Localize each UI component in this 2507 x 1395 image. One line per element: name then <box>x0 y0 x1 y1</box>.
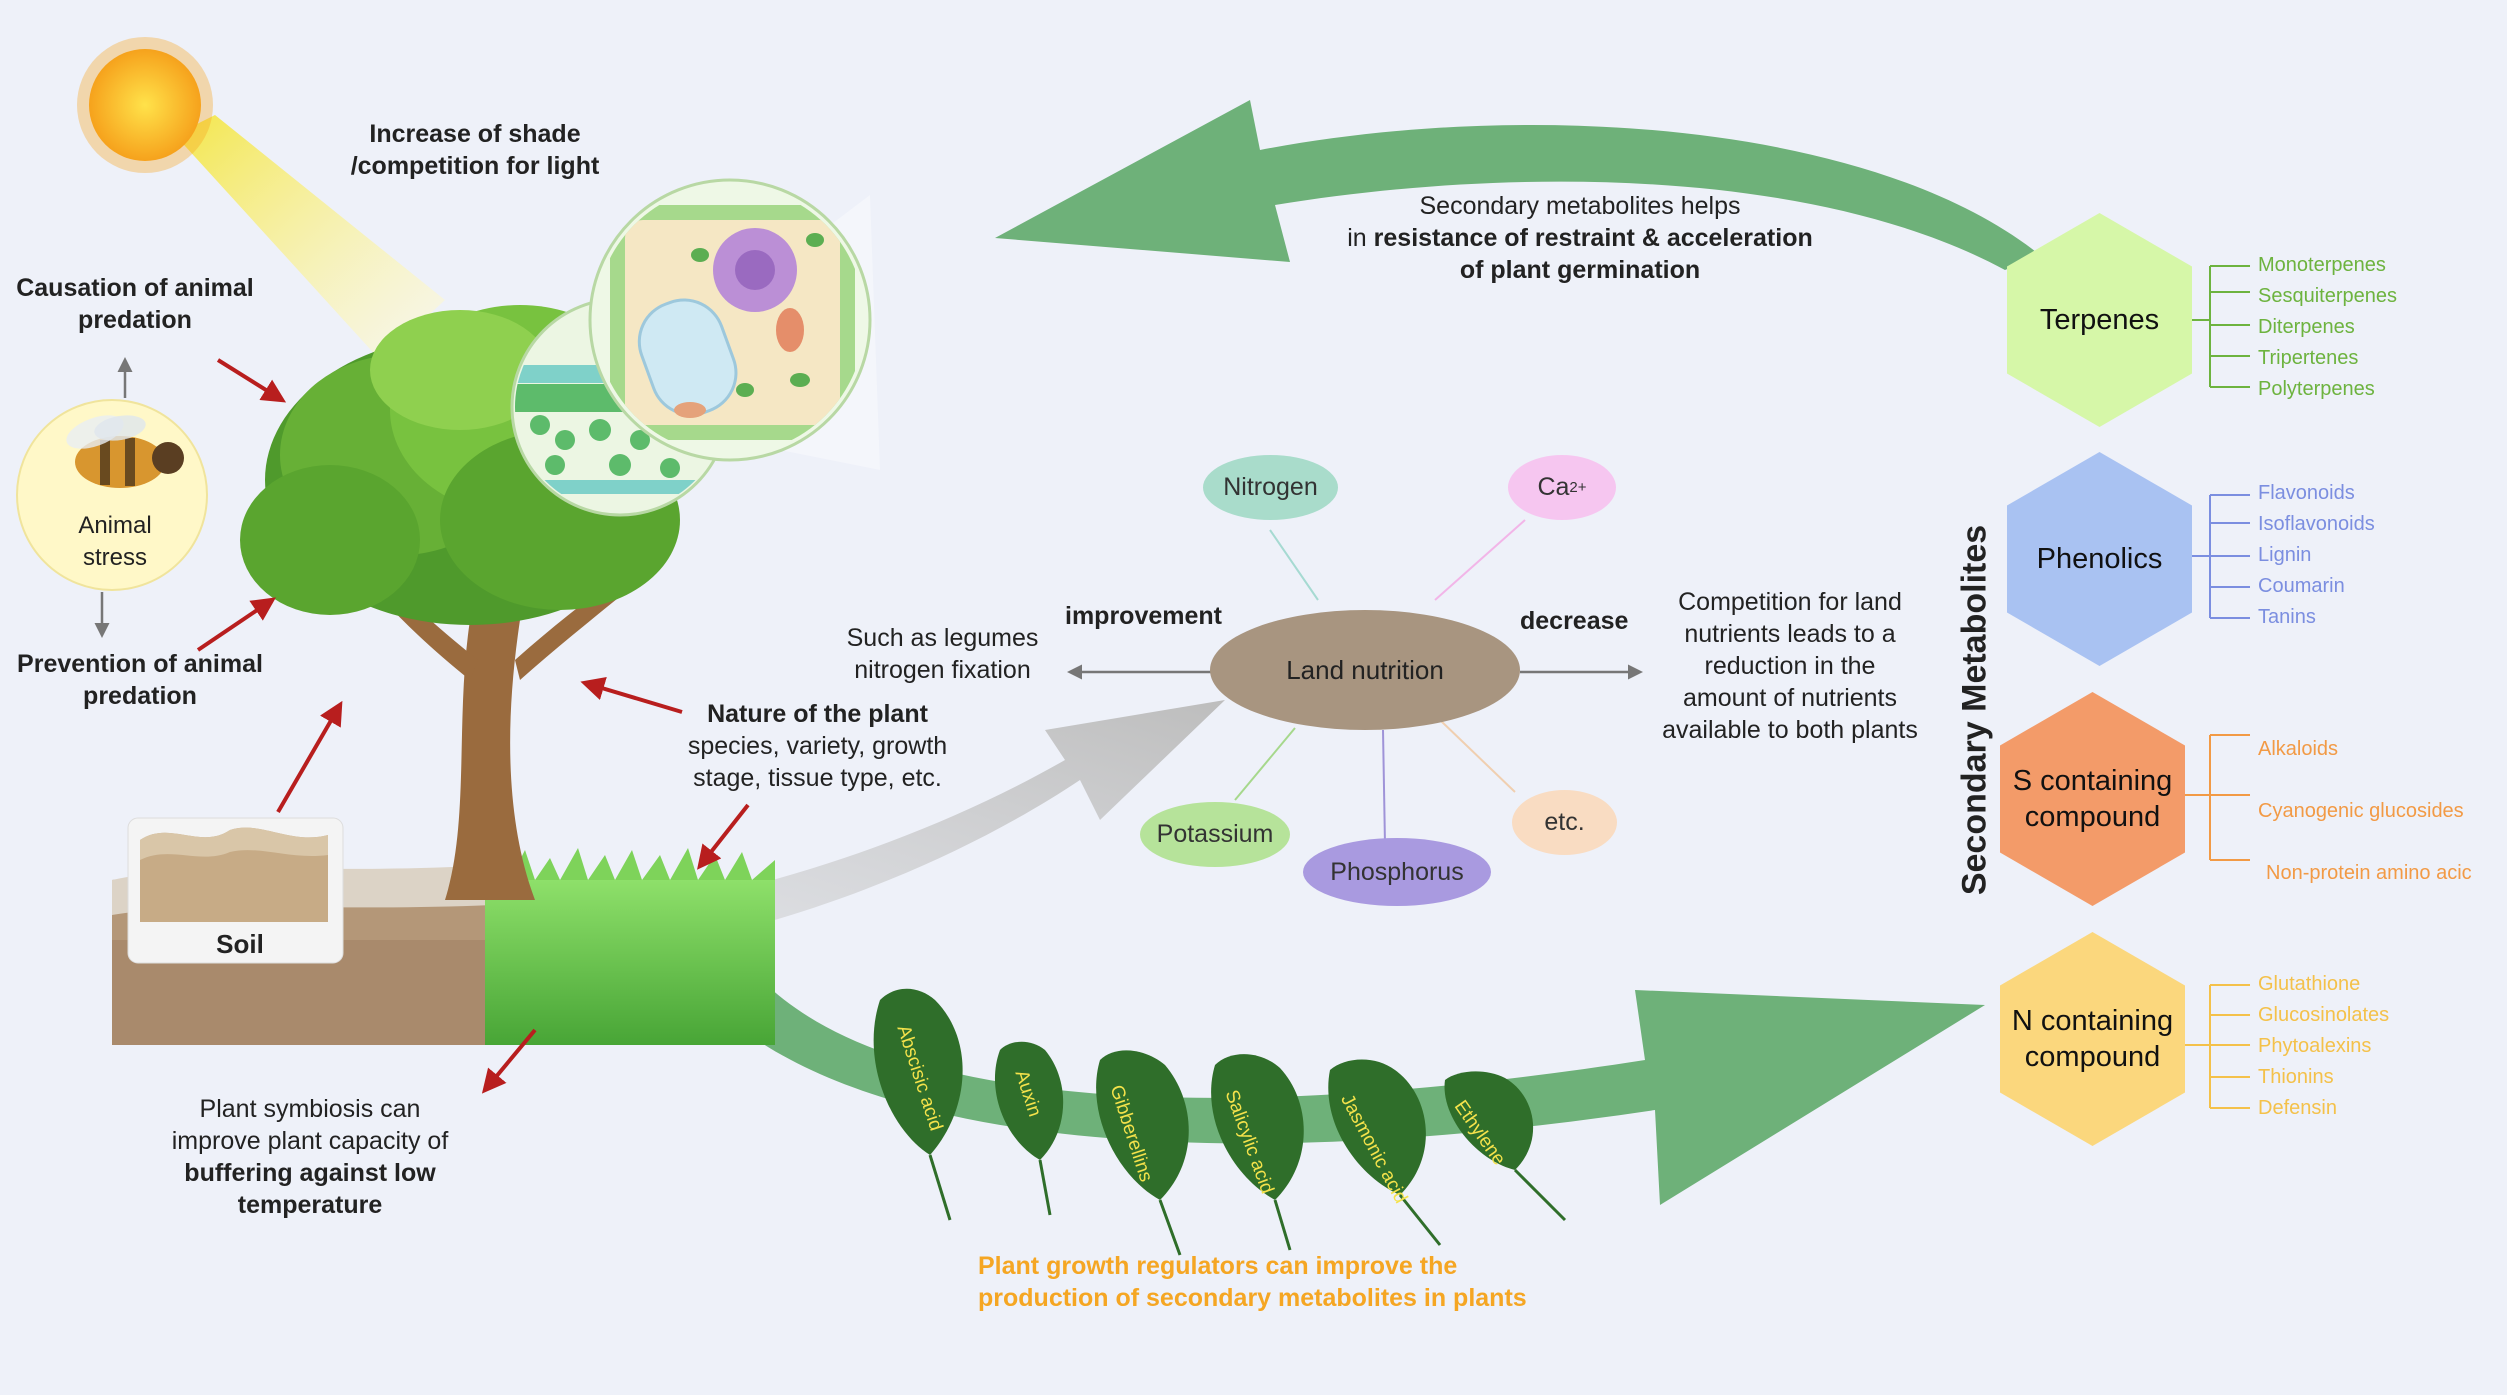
legumes-label: Such as legumes nitrogen fixation <box>815 622 1070 686</box>
phenolics-label: Phenolics <box>2036 543 2163 575</box>
plant-nature-title: Nature of the plant <box>707 700 928 728</box>
metabolite-item: Lignin <box>2258 544 2312 566</box>
germination-line: Secondary metabolites helps <box>1419 192 1741 220</box>
decrease-label: decrease <box>1520 607 1629 635</box>
metabolite-item: Polyterpenes <box>2258 378 2375 400</box>
sunlight-beam <box>175 115 445 360</box>
legumes-line: nitrogen fixation <box>854 656 1031 684</box>
potassium-node: Potassium <box>1140 802 1290 867</box>
competition-line: amount of nutrients <box>1682 684 1897 712</box>
s-containing-label: compound <box>2024 801 2161 833</box>
n-containing-label: N containing <box>2011 1005 2174 1037</box>
regulators-caption-line: Plant growth regulators can improve the <box>978 1252 1458 1280</box>
competition-line: available to both plants <box>1662 716 1918 744</box>
germination-label: Secondary metabolites helps in resistanc… <box>1320 190 1840 286</box>
shade-label-line: Increase of shade <box>369 120 581 148</box>
n-containing-list: Glutathione Glucosinolates Phytoalexins … <box>2258 969 2389 1124</box>
terpenes-label: Terpenes <box>2039 304 2160 336</box>
metabolites-axis-title: Secondary Metabolites <box>1955 524 1994 896</box>
predation-prevention-label: Prevention of animal predation <box>5 648 275 712</box>
metabolite-item: Cyanogenic glucosides <box>2258 800 2464 822</box>
regulators-arrow <box>680 940 1985 1205</box>
symbiosis-label: Plant symbiosis can improve plant capaci… <box>140 1093 480 1221</box>
metabolite-item: Tanins <box>2258 606 2316 628</box>
regulators-caption: Plant growth regulators can improve the … <box>978 1250 1527 1314</box>
nutrient-arrows <box>1234 519 1526 846</box>
predation-prevention-line: Prevention of animal <box>17 650 263 678</box>
metabolite-brackets <box>2170 265 2250 1109</box>
grass-block <box>485 848 775 1045</box>
improvement-label: improvement <box>1065 602 1222 630</box>
animal-stress-circle <box>16 399 208 591</box>
plant-cell-zoom <box>588 178 872 462</box>
predation-prevention-line: predation <box>83 682 197 710</box>
n-containing-label: compound <box>2024 1041 2161 1073</box>
sun-icon <box>77 37 213 173</box>
symbiosis-line: improve plant capacity of <box>171 1127 449 1155</box>
metabolite-item: Flavonoids <box>2258 482 2355 504</box>
plant-nature-label: Nature of the plant species, variety, gr… <box>650 698 985 794</box>
metabolite-item: Glucosinolates <box>2258 1004 2390 1026</box>
competition-line: nutrients leads to a <box>1684 620 1896 648</box>
metabolite-item: Phytoalexins <box>2258 1035 2372 1057</box>
germination-arrow <box>995 100 2040 270</box>
soil-label: Soil <box>216 929 264 959</box>
phosphorus-node: Phosphorus <box>1303 838 1491 906</box>
calcium-symbol: Ca <box>1537 473 1570 501</box>
competition-line: reduction in the <box>1704 652 1876 680</box>
metabolite-item: Diterpenes <box>2258 316 2355 338</box>
metabolite-item: Defensin <box>2258 1097 2337 1119</box>
metabolite-item: Coumarin <box>2258 575 2345 597</box>
competition-line: Competition for land <box>1678 588 1902 616</box>
symbiosis-line: buffering against low <box>184 1159 436 1187</box>
s-containing-list: Alkaloids Cyanogenic glucosides Non-prot… <box>2258 718 2472 904</box>
metabolite-item: Thionins <box>2258 1066 2334 1088</box>
plant-nature-detail: stage, tissue type, etc. <box>693 764 942 792</box>
germination-line-prefix: in <box>1347 224 1374 252</box>
metabolite-item: Isoflavonoids <box>2258 513 2375 535</box>
land-nutrition-node: Land nutrition <box>1210 610 1520 730</box>
legumes-line: Such as legumes <box>846 624 1039 652</box>
shade-label-line: /competition for light <box>350 152 600 180</box>
phenolics-list: Flavonoids Isoflavonoids Lignin Coumarin… <box>2258 478 2375 633</box>
symbiosis-line: Plant symbiosis can <box>199 1095 421 1123</box>
etc-node: etc. <box>1512 790 1617 855</box>
leaf-stems <box>928 1154 1567 1256</box>
animal-stress-line: stress <box>82 544 147 571</box>
regulators-caption-line: production of secondary metabolites in p… <box>978 1284 1527 1312</box>
predation-cause-line: predation <box>78 306 192 334</box>
plant-nature-detail: species, variety, growth <box>687 732 948 760</box>
metabolite-item: Sesquiterpenes <box>2258 285 2397 307</box>
metabolite-item: Alkaloids <box>2258 738 2339 760</box>
predation-cause-line: Causation of animal <box>16 274 254 302</box>
germination-line: of plant germination <box>1459 256 1701 284</box>
germination-line-bold: resistance of restraint & acceleration <box>1373 224 1813 252</box>
nitrogen-node: Nitrogen <box>1203 455 1338 520</box>
terpenes-list: Monoterpenes Sesquiterpenes Diterpenes T… <box>2258 250 2397 405</box>
metabolite-item: Non-protein amino acic <box>2266 862 2472 884</box>
soil-card <box>127 817 344 964</box>
metabolite-item: Tripertenes <box>2258 347 2359 369</box>
metabolite-item: Monoterpenes <box>2258 254 2386 276</box>
red-arrows <box>196 358 750 1094</box>
animal-stress-label: Animal stress <box>35 510 195 574</box>
animal-stress-line: Animal <box>78 512 152 539</box>
competition-label: Competition for land nutrients leads to … <box>1635 586 1945 746</box>
metabolite-item: Glutathione <box>2258 973 2361 995</box>
symbiosis-line: temperature <box>237 1191 383 1219</box>
predation-cause-label: Causation of animal predation <box>5 272 265 336</box>
calcium-charge: 2+ <box>1569 479 1587 496</box>
regulator-leaves <box>873 988 1534 1200</box>
shade-label: Increase of shade /competition for light <box>345 118 605 182</box>
s-containing-label: S containing <box>2012 765 2173 797</box>
